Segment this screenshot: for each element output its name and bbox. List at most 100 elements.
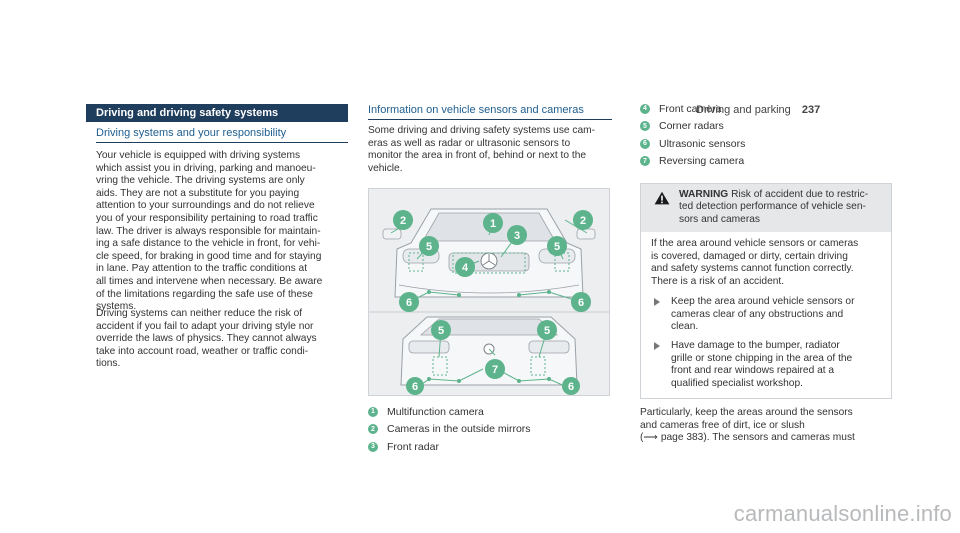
text-line: Driving systems can neither reduce the r…: [96, 308, 303, 319]
svg-text:5: 5: [438, 325, 444, 337]
figure-callout-6-rear-right: 6: [562, 377, 580, 395]
text-line: ted detection performance of vehicle sen…: [679, 201, 866, 213]
svg-text:5: 5: [426, 241, 432, 253]
svg-text:5: 5: [554, 241, 560, 253]
figure-callout-6-front-right: 6: [571, 292, 591, 312]
page-reference-link[interactable]: (⟶ page 383). The sensors and cameras mu…: [640, 432, 855, 444]
text-line: aids. They are not a substitute for you …: [96, 187, 300, 199]
text-line: systems.: [96, 301, 137, 313]
warning-box: WARNING Risk of accident due to restric-…: [640, 183, 892, 399]
legend-number: 6: [640, 138, 650, 149]
legend-item: 7 Reversing camera: [640, 153, 745, 171]
legend-number: 4: [640, 103, 650, 114]
text-line: and cameras free of dirt, ice or slush: [640, 419, 805, 431]
text-line: attention to your surroundings and do no…: [96, 200, 315, 212]
figure-callout-6-rear-left: 6: [406, 377, 424, 395]
paragraph-responsibility: Your vehicle is equipped with driving sy…: [96, 150, 348, 314]
svg-text:5: 5: [544, 325, 550, 337]
text-line: cameras clear of any obstructions and: [671, 308, 844, 320]
text-line: vring the vehicle. The driving systems a…: [96, 175, 305, 187]
legend-number: 5: [640, 121, 650, 132]
warning-header: WARNING Risk of accident due to restric-…: [641, 184, 891, 232]
figure-callout-2-left: 2: [393, 210, 413, 230]
text-line: WARNING Risk of accident due to restric-: [679, 189, 885, 201]
warning-bullet: Keep the area around vehicle sensors or …: [654, 296, 884, 334]
text-line: Have damage to the bumper, radiator: [671, 340, 840, 351]
svg-text:6: 6: [578, 297, 584, 309]
section-bar: Driving and driving safety systems: [86, 104, 348, 122]
text-line: Some driving and driving safety systems …: [368, 125, 596, 136]
legend-label: Reversing camera: [659, 155, 745, 168]
text-line: of the limitations regarding the safe us…: [96, 288, 313, 300]
vehicle-illustration: 1 2 2 3 4 5 5 6: [369, 189, 609, 395]
text-line: cle speed, for braking in good time and …: [96, 250, 322, 262]
text-line: in lane. Pay attention to the traffic co…: [96, 263, 308, 275]
legend-item: 1 Multifunction camera: [368, 403, 531, 421]
legend-item: 6 Ultrasonic sensors: [640, 135, 745, 153]
legend-number: 3: [368, 441, 378, 452]
text-line: Keep the area around vehicle sensors or: [671, 296, 855, 307]
svg-text:7: 7: [492, 364, 498, 376]
figure-callout-7: 7: [485, 359, 505, 379]
text-line: tions.: [96, 358, 121, 370]
paragraph-limits: Driving systems can neither reduce the r…: [96, 308, 348, 371]
figure-legend-part2: 4 Front camera 5 Corner radars 6 Ultraso…: [640, 100, 745, 170]
header-section: Driving and parking: [696, 104, 791, 116]
figure-callout-1: 1: [483, 213, 503, 233]
text-line: all times and intervene when necessary. …: [96, 275, 323, 287]
text-line: sors and cameras: [679, 213, 760, 225]
text-line: vehicle.: [368, 162, 403, 174]
warning-body: If the area around vehicle sensors or ca…: [651, 238, 885, 288]
bullet-text: Have damage to the bumper, radiator gril…: [671, 340, 852, 390]
figure-callout-3: 3: [507, 225, 527, 245]
text-line: qualified specialist workshop.: [671, 377, 803, 389]
svg-text:6: 6: [406, 297, 412, 309]
warning-keyword: WARNING: [679, 189, 729, 200]
text-line: you of your responsibility pertaining to…: [96, 212, 318, 224]
legend-item: 5 Corner radars: [640, 118, 745, 136]
svg-text:1: 1: [490, 218, 496, 230]
legend-label: Multifunction camera: [387, 405, 484, 418]
svg-text:2: 2: [580, 215, 586, 227]
vehicle-sensor-figure: 1 2 2 3 4 5 5 6: [368, 188, 610, 396]
figure-callout-2-right: 2: [573, 210, 593, 230]
legend-item: 2 Cameras in the outside mirrors: [368, 421, 531, 439]
warning-title-text: Risk of accident due to restric-: [731, 189, 869, 200]
legend-label: Front radar: [387, 440, 439, 453]
figure-callout-5-front-right: 5: [547, 236, 567, 256]
text-line: accident if you fail to adapt your drivi…: [96, 320, 314, 332]
text-line: Particularly, keep the areas around the …: [640, 407, 853, 418]
figure-callout-5-rear-right: 5: [537, 320, 557, 340]
play-arrow-icon: [654, 298, 660, 306]
legend-item: 3 Front radar: [368, 438, 531, 456]
legend-number: 7: [640, 156, 650, 167]
play-arrow-icon: [654, 342, 660, 350]
text-line: ing a safe distance to the vehicle in fr…: [96, 238, 321, 250]
text-line: take into account road, weather or traff…: [96, 345, 309, 357]
svg-text:6: 6: [412, 381, 418, 393]
figure-callout-4: 4: [455, 257, 475, 277]
bullet-text: Keep the area around vehicle sensors or …: [671, 296, 855, 334]
legend-number: 2: [368, 424, 378, 435]
text-line: front and rear windows repaired at a: [671, 365, 835, 377]
text-line: and safety systems cannot function corre…: [651, 263, 854, 275]
text-line: override the laws of physics. They canno…: [96, 333, 317, 345]
svg-text:6: 6: [568, 381, 574, 393]
text-line: There is a risk of an accident.: [651, 275, 785, 287]
legend-number: 1: [368, 406, 378, 417]
legend-label: Front camera: [659, 102, 722, 115]
text-line: If the area around vehicle sensors or ca…: [651, 238, 859, 249]
text-line: eras as well as radar or ultrasonic sens…: [368, 137, 571, 149]
page-number: 237: [801, 104, 821, 116]
legend-label: Cameras in the outside mirrors: [387, 423, 531, 436]
figure-callout-5-front-left: 5: [419, 236, 439, 256]
paragraph-sensors: Some driving and driving safety systems …: [368, 125, 620, 175]
legend-label: Ultrasonic sensors: [659, 137, 746, 150]
figure-callout-6-front-left: 6: [399, 292, 419, 312]
figure-callout-5-rear-left: 5: [431, 320, 451, 340]
svg-text:3: 3: [514, 230, 520, 242]
text-line: grille or stone chipping in the area of …: [671, 352, 853, 364]
running-header: Driving and parking 237: [696, 104, 820, 116]
warning-title: WARNING Risk of accident due to restric-…: [679, 189, 885, 226]
legend-label: Corner radars: [659, 120, 724, 133]
